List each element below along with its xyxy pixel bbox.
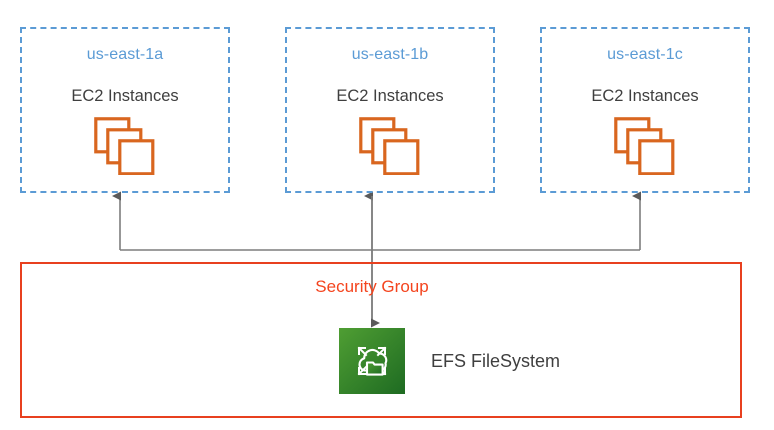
ec2-instances-icon <box>614 117 675 175</box>
az-label: us-east-1b <box>351 46 429 63</box>
sidebar-item-us-east-1a[interactable]: us-east-1a EC2 Instances <box>20 27 230 193</box>
az-label: us-east-1a <box>86 46 164 63</box>
ec2-instances-icon <box>94 117 155 175</box>
efs-filesystem-label: EFS FileSystem <box>431 351 561 371</box>
sidebar-item-us-east-1b[interactable]: us-east-1b EC2 Instances <box>285 27 495 193</box>
az-resource-label: EC2 Instances <box>591 87 699 105</box>
security-group-boundary[interactable] <box>20 262 742 418</box>
az-resource-label: EC2 Instances <box>71 87 179 105</box>
az-label: us-east-1c <box>607 46 683 63</box>
sidebar-item-us-east-1c[interactable]: us-east-1c EC2 Instances <box>540 27 750 193</box>
ec2-instances-icon <box>359 117 420 175</box>
efs-filesystem-icon <box>339 328 405 394</box>
security-group-label: Security Group <box>315 277 429 296</box>
az-resource-label: EC2 Instances <box>336 87 444 105</box>
